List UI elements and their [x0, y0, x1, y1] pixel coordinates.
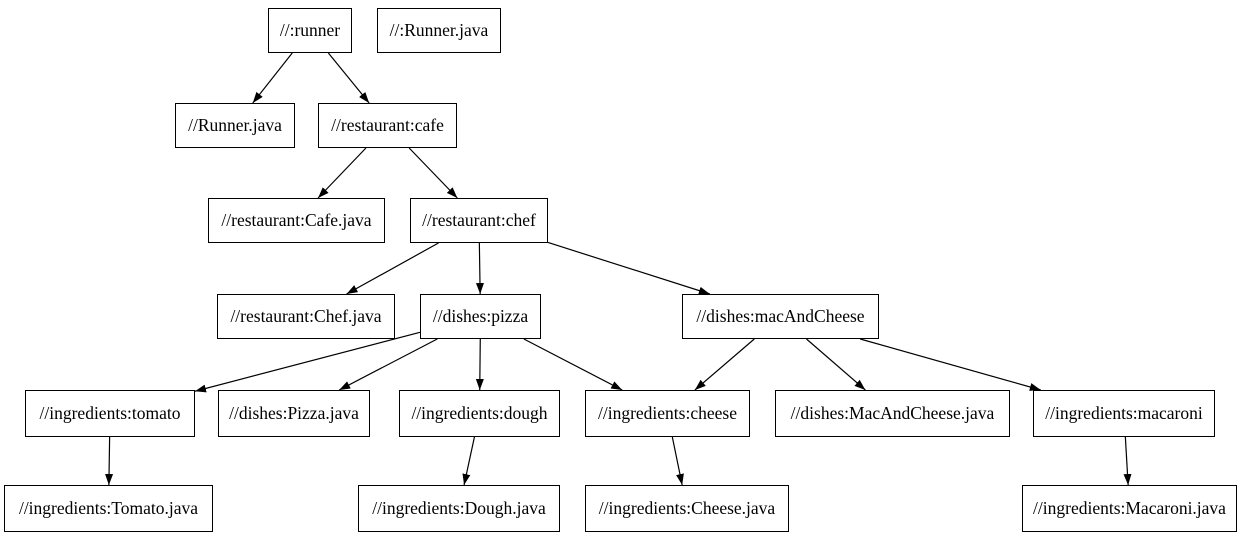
edge-chef-to-chef-java	[346, 242, 439, 295]
node-mac-and-cheese: //dishes:macAndCheese	[682, 294, 879, 339]
node-runner-java: //Runner.java	[175, 103, 295, 148]
edge-pizza-to-tomato	[194, 331, 421, 393]
node-dough-java: //ingredients:Dough.java	[358, 485, 560, 532]
edge-mac-and-cheese-to-mac-java	[806, 338, 866, 391]
edge-pizza-to-cheese	[523, 338, 623, 391]
edge-pizza-to-pizza-java	[338, 338, 438, 391]
edge-macaroni-to-macaroni-java	[1123, 436, 1132, 486]
node-runner: //:runner	[268, 8, 352, 53]
edge-tomato-to-tomato-java	[105, 436, 114, 486]
node-cheese-java: //ingredients:Cheese.java	[585, 485, 789, 532]
edge-mac-and-cheese-to-macaroni	[860, 338, 1041, 391]
edge-chef-to-mac-and-cheese	[547, 241, 711, 295]
edge-pizza-to-dough	[475, 338, 484, 391]
node-macaroni-java: //ingredients:Macaroni.java	[1022, 485, 1237, 532]
node-pizza: //dishes:pizza	[420, 294, 541, 339]
edge-cafe-to-chef	[408, 147, 458, 199]
edge-chef-to-pizza	[475, 242, 484, 295]
node-dough: //ingredients:dough	[399, 390, 560, 437]
node-tomato: //ingredients:tomato	[25, 390, 195, 437]
node-tomato-java: //ingredients:Tomato.java	[4, 485, 213, 532]
node-chef: //restaurant:chef	[410, 198, 548, 243]
node-chef-java: //restaurant:Chef.java	[217, 294, 395, 339]
edge-runner-to-runner-java	[252, 52, 293, 104]
node-cheese: //ingredients:cheese	[585, 390, 750, 437]
node-pizza-java: //dishes:Pizza.java	[218, 390, 370, 437]
edge-cafe-to-cafe-java	[317, 147, 367, 199]
node-root-runner-java: //:Runner.java	[377, 8, 501, 53]
edge-runner-to-cafe	[327, 52, 370, 104]
edge-mac-and-cheese-to-cheese	[694, 338, 755, 391]
node-mac-java: //dishes:MacAndCheese.java	[775, 390, 1010, 437]
node-cafe: //restaurant:cafe	[318, 103, 457, 148]
edge-cheese-to-cheese-java	[671, 436, 684, 486]
edge-dough-to-dough-java	[462, 436, 476, 486]
node-cafe-java: //restaurant:Cafe.java	[208, 198, 385, 243]
node-macaroni: //ingredients:macaroni	[1033, 390, 1215, 437]
